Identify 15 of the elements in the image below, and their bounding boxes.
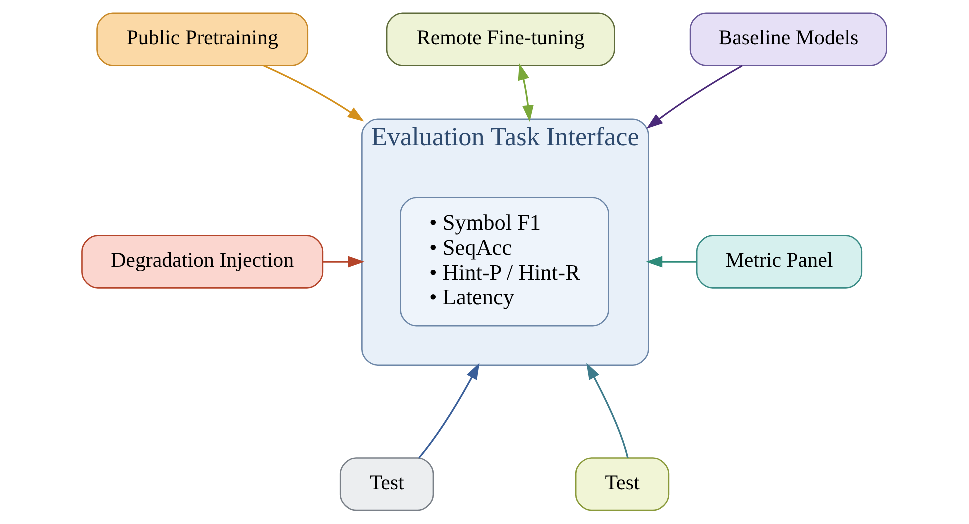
arrow [263,65,364,122]
node-box: • Symbol F1 • SeqAcc • Hint-P / Hint-R • Latency [400,197,610,327]
node-box: Test [340,458,434,512]
arrow [646,65,743,129]
arrow [323,256,365,268]
node-box: Metric Panel [696,235,863,289]
arrow [418,363,480,459]
node-box: Remote Fine-tuning [386,12,616,66]
node-box: Test [575,458,670,512]
node-box: Public Pretraining [96,12,309,66]
arrow [646,256,697,268]
arrow [518,64,534,122]
node-box: Baseline Models [690,12,888,66]
node-box: Degradation Injection [82,235,324,289]
arrow [586,363,629,458]
